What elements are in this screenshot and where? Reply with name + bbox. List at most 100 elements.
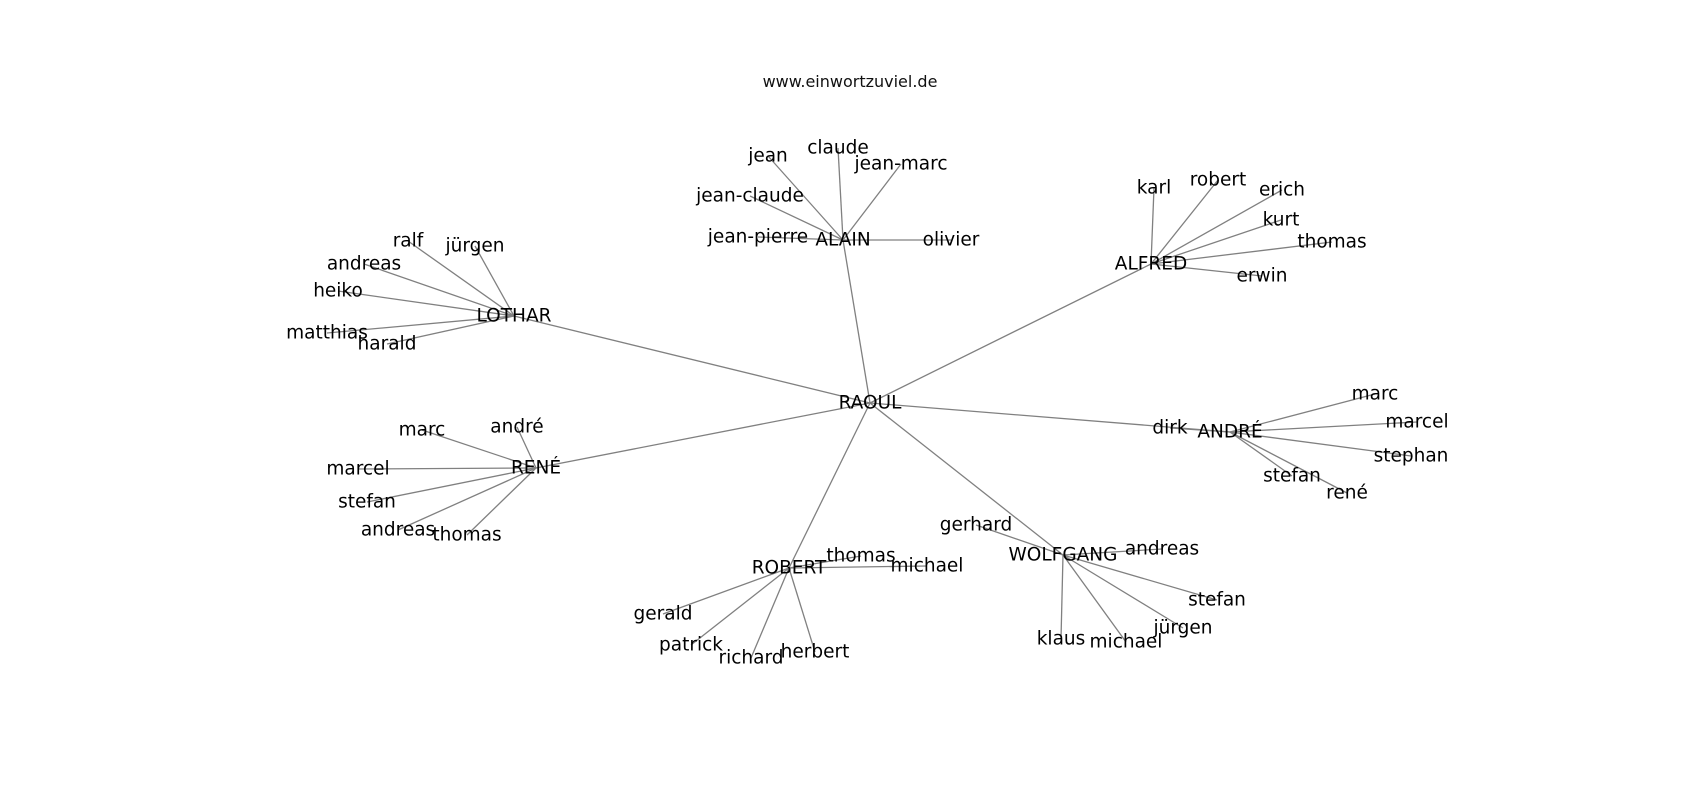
- node-leaf-alain-claude: claude: [807, 138, 869, 159]
- edge-andre-dirk: [1169, 427, 1231, 433]
- edge-rene-andreas: [397, 467, 537, 531]
- node-hub-rene: RENÉ: [511, 457, 561, 479]
- node-leaf-robert-richard: richard: [718, 648, 783, 669]
- edge-root-lothar: [513, 315, 871, 404]
- node-leaf-alain-olivier: olivier: [923, 230, 980, 251]
- node-leaf-wolfgang-klaus: klaus: [1037, 629, 1086, 650]
- node-leaf-alfred-thomas: thomas: [1297, 232, 1366, 253]
- node-leaf-wolfgang-gerhard: gerhard: [940, 515, 1013, 536]
- node-leaf-wolfgang-michael: michael: [1090, 632, 1163, 653]
- node-leaf-robert-gerald: gerald: [634, 604, 693, 625]
- edge-alain-jean-marc: [842, 163, 902, 241]
- edge-root-wolfgang: [869, 402, 1064, 556]
- edge-lothar-harald: [386, 315, 515, 345]
- edge-rene-stefan: [366, 467, 537, 503]
- node-leaf-andre-marcel: marcel: [1385, 412, 1448, 433]
- edge-alain-jean-pierre: [757, 236, 844, 241]
- node-leaf-andre-rene: rené: [1326, 483, 1368, 504]
- edge-alain-claude: [837, 147, 844, 241]
- node-leaf-lothar-ralf: ralf: [393, 231, 424, 252]
- node-leaf-alain-jean: jean: [747, 146, 788, 167]
- edge-lothar-andreas: [363, 263, 515, 317]
- edge-robert-patrick: [690, 567, 790, 646]
- node-leaf-rene-andreas: andreas: [361, 520, 435, 541]
- edge-alfred-robert: [1150, 179, 1219, 265]
- edge-alfred-karl: [1150, 187, 1155, 265]
- edge-robert-thomas: [788, 555, 862, 569]
- edge-wolfgang-michael: [1062, 554, 1127, 643]
- node-leaf-wolfgang-stefan: stefan: [1188, 590, 1246, 611]
- node-leaf-rene-marc: marc: [399, 420, 446, 441]
- edge-root-rene: [535, 402, 871, 469]
- edge-andre-marc: [1229, 393, 1376, 433]
- edge-root-andre: [869, 402, 1231, 433]
- node-hub-wolfgang: WOLFGANG: [1009, 545, 1118, 566]
- node-hub-robert: ROBERT: [752, 558, 827, 579]
- node-leaf-lothar-jurgen: jürgen: [445, 236, 505, 257]
- node-leaf-robert-michael: michael: [891, 556, 964, 577]
- node-leaf-andre-marc: marc: [1352, 384, 1399, 405]
- node-hub-lothar: LOTHAR: [477, 306, 552, 327]
- node-leaf-alain-jean-claude: jean-claude: [695, 186, 804, 207]
- node-leaf-alain-jean-marc: jean-marc: [854, 154, 948, 175]
- edge-lothar-matthias: [326, 315, 515, 334]
- node-leaf-alfred-robert: robert: [1190, 170, 1247, 191]
- node-hub-alain: ALAIN: [815, 230, 870, 251]
- edge-wolfgang-stefan: [1062, 554, 1218, 601]
- node-leaf-rene-thomas: thomas: [432, 525, 501, 546]
- edge-robert-herbert: [788, 567, 816, 653]
- node-hub-alfred: ALFRED: [1115, 254, 1187, 275]
- edge-alfred-kurt: [1150, 219, 1282, 265]
- edge-rene-andre: [516, 426, 537, 469]
- node-leaf-andre-stephan: stephan: [1374, 446, 1449, 467]
- edge-rene-thomas: [466, 467, 537, 536]
- edge-root-alain: [842, 239, 871, 404]
- node-hub-andre: ANDRÉ: [1197, 421, 1262, 443]
- node-leaf-alfred-karl: karl: [1137, 178, 1171, 199]
- node-leaf-lothar-andreas: andreas: [327, 254, 401, 275]
- node-leaf-wolfgang-jurgen: jürgen: [1153, 618, 1213, 639]
- edge-root-robert: [788, 402, 871, 569]
- edge-wolfgang-klaus: [1060, 554, 1064, 640]
- edge-rene-marc: [421, 429, 537, 469]
- edge-andre-marcel: [1229, 421, 1418, 433]
- node-leaf-robert-herbert: herbert: [781, 642, 850, 663]
- node-leaf-lothar-matthias: matthias: [286, 323, 368, 344]
- node-leaf-robert-thomas: thomas: [826, 546, 895, 567]
- node-leaf-wolfgang-andreas: andreas: [1125, 539, 1199, 560]
- node-leaf-lothar-heiko: heiko: [313, 281, 363, 302]
- node-leaf-andre-dirk: dirk: [1152, 418, 1187, 439]
- node-leaf-alfred-erich: erich: [1259, 180, 1305, 201]
- edge-andre-stephan: [1229, 431, 1412, 457]
- node-leaf-rene-andre: andré: [490, 417, 543, 438]
- edge-alfred-erwin: [1150, 263, 1263, 277]
- edge-robert-richard: [750, 567, 790, 659]
- edge-lothar-jurgen: [474, 245, 515, 317]
- edge-wolfgang-gerhard: [975, 524, 1064, 556]
- edge-lothar-heiko: [337, 290, 515, 317]
- edge-robert-gerald: [662, 567, 790, 615]
- edge-alain-jean: [767, 155, 844, 241]
- edge-lothar-ralf: [407, 240, 515, 317]
- graph-edges: [326, 147, 1418, 659]
- edge-wolfgang-jurgen: [1062, 554, 1184, 629]
- edge-alfred-thomas: [1150, 241, 1333, 265]
- node-leaf-lothar-harald: harald: [358, 334, 417, 355]
- edge-andre-rene: [1229, 431, 1348, 494]
- node-leaf-rene-stefan: stefan: [338, 492, 396, 513]
- edge-wolfgang-andreas: [1062, 548, 1163, 556]
- edge-alfred-erich: [1150, 189, 1283, 265]
- node-root: RAOUL: [839, 393, 903, 414]
- node-leaf-robert-patrick: patrick: [659, 635, 723, 656]
- node-leaf-rene-marcel: marcel: [326, 459, 389, 480]
- node-leaf-andre-stefan: stefan: [1263, 466, 1321, 487]
- edge-rene-marcel: [357, 467, 537, 470]
- edge-andre-stefan: [1229, 431, 1293, 477]
- node-leaf-alfred-kurt: kurt: [1263, 210, 1300, 231]
- node-leaf-alain-jean-pierre: jean-pierre: [707, 227, 808, 248]
- node-leaf-alfred-erwin: erwin: [1237, 266, 1288, 287]
- site-title: www.einwortzuviel.de: [762, 72, 938, 91]
- edge-alain-jean-claude: [749, 195, 844, 241]
